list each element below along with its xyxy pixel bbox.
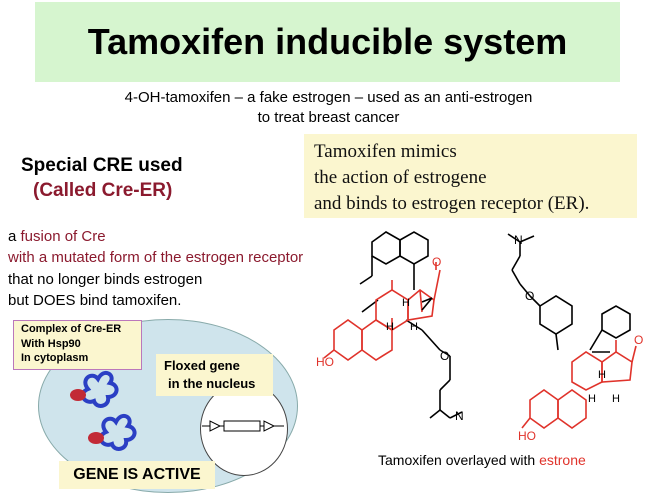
caption-highlight: estrone (539, 452, 586, 468)
mimic-line-1: Tamoxifen mimics (314, 141, 457, 162)
mimic-note-box: Tamoxifen mimics the action of estrogene… (304, 134, 637, 218)
h-label-3: H (410, 321, 418, 333)
subtitle-line-2: to treat breast cancer (257, 109, 400, 126)
overlay-molecule-right (507, 233, 637, 429)
complex-line-1: Complex of Cre-ER (21, 323, 122, 335)
cre-er-protein-1-icon (70, 370, 119, 408)
fusion-line-4: but DOES bind tamoxifen. (8, 292, 182, 309)
h-label-1: H (402, 297, 410, 309)
mimic-line-2: the action of estrogene (314, 167, 487, 188)
special-cre-heading: Special CRE used (21, 155, 183, 176)
fusion-highlight: fusion of Cre (20, 228, 106, 245)
h-label-6: H (598, 369, 606, 381)
fusion-line-1: a fusion of Cre (8, 228, 106, 245)
complex-line-2: With Hsp90 (21, 338, 81, 350)
h-label-5: H (612, 393, 620, 405)
o-top-label: O (432, 255, 441, 269)
molecule-caption: Tamoxifen overlayed with estrone (378, 452, 586, 468)
gene-active-box: GENE IS ACTIVE (59, 461, 215, 489)
o-mid-label: O (440, 349, 449, 363)
h-label-4: H (588, 393, 596, 405)
fusion-line-3: that no longer binds estrogen (8, 271, 203, 288)
floxed-line-2: in the nucleus (168, 376, 256, 391)
n-bottom-label: N (455, 409, 464, 423)
caption-prefix: Tamoxifen overlayed with (378, 452, 540, 468)
floxed-gene-icon (202, 420, 284, 432)
o-right-label: O (634, 333, 643, 347)
mimic-line-3: and binds to estrogen receptor (ER). (314, 193, 590, 214)
gene-active-label: GENE IS ACTIVE (73, 466, 201, 483)
ho-left-label: HO (316, 355, 334, 369)
cre-er-name: (Called Cre-ER) (33, 180, 173, 201)
floxed-label-box: Floxed gene in the nucleus (156, 354, 273, 396)
fusion-line-2: with a mutated form of the estrogen rece… (8, 249, 304, 266)
h-label-2: H (386, 321, 394, 333)
complex-label-box: Complex of Cre-ER With Hsp90 In cytoplas… (13, 320, 142, 370)
cre-er-protein-2-icon (88, 413, 137, 451)
complex-line-3: In cytoplasm (21, 352, 89, 364)
n-top-label: N (514, 233, 523, 247)
fusion-prefix: a (8, 228, 21, 245)
ho-right-label: HO (518, 429, 536, 443)
o-right-mid-label: O (525, 289, 534, 303)
page-title: Tamoxifen inducible system (87, 21, 568, 62)
subtitle-line-1: 4-OH-tamoxifen – a fake estrogen – used … (124, 89, 533, 106)
overlay-molecule-left (323, 231, 463, 419)
title-banner: Tamoxifen inducible system (35, 2, 620, 82)
floxed-line-1: Floxed gene (164, 358, 240, 373)
